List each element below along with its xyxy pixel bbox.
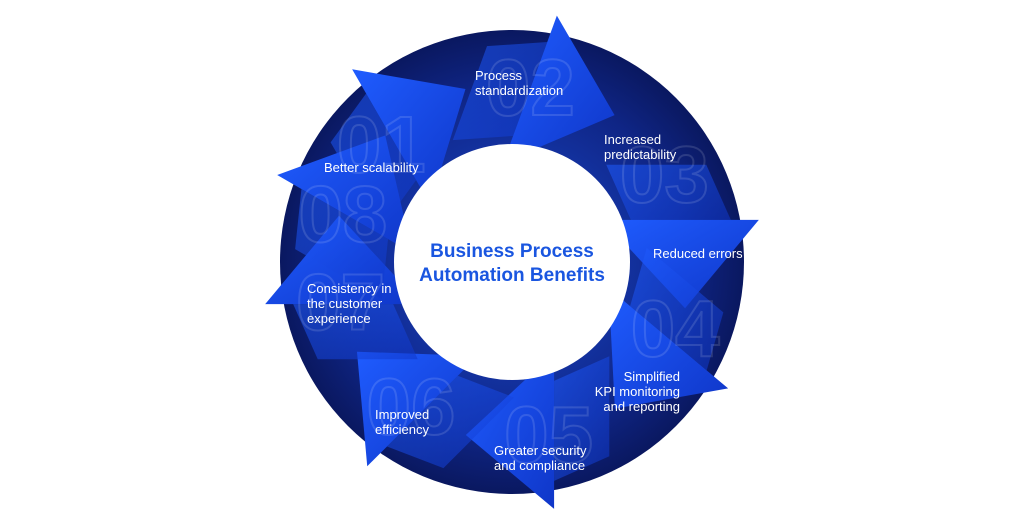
step-number: 01	[337, 100, 426, 189]
step-label-line: the customer	[307, 296, 383, 311]
step-number: 07	[296, 258, 385, 347]
arrow-head	[356, 351, 478, 467]
arrow-head	[503, 15, 615, 163]
step-label-line: Improved	[375, 407, 429, 422]
arrow-body	[295, 189, 389, 300]
arrow-body	[554, 356, 610, 481]
step-label-line: Reduced errors	[653, 246, 743, 261]
center-title-line1: Business Process	[430, 241, 594, 262]
step-label-line: and reporting	[603, 399, 680, 414]
step-label-line: Greater security	[494, 443, 587, 458]
step-label-line: standardization	[475, 83, 563, 98]
step-label-line: Consistency in	[307, 281, 392, 296]
arrow-body	[452, 41, 548, 141]
arrow-head	[602, 219, 759, 309]
step-number: 08	[298, 169, 387, 258]
step-label-line: experience	[307, 311, 371, 326]
center-hole	[394, 144, 630, 380]
step-label-line: KPI monitoring	[595, 384, 680, 399]
step-number: 03	[620, 130, 709, 219]
step-label-line: Increased	[604, 132, 661, 147]
step-number: 04	[631, 284, 720, 373]
step-number: 06	[367, 362, 456, 451]
center-title-line2: Automation Benefits	[419, 265, 605, 286]
step-label: Reduced errors	[653, 246, 743, 261]
step-number: 05	[504, 390, 593, 479]
step-label-line: Better scalability	[324, 160, 419, 175]
step-label-line: Process	[475, 68, 522, 83]
step-number: 02	[486, 43, 575, 132]
arrow-heads	[265, 15, 759, 509]
step-label-line: Simplified	[624, 369, 680, 384]
step-label: Better scalability	[324, 160, 419, 175]
arrow-head	[608, 288, 729, 409]
step-label-line: efficiency	[375, 422, 429, 437]
arrow-head	[277, 135, 413, 254]
arrow-head	[352, 69, 466, 205]
step-label-line: predictability	[604, 147, 677, 162]
arrow-body	[606, 164, 731, 220]
arrow-body	[630, 248, 724, 371]
step-label-line: and compliance	[494, 458, 585, 473]
arrow-body	[387, 375, 515, 469]
arrow-head	[465, 352, 555, 509]
arrow-body	[293, 304, 418, 360]
